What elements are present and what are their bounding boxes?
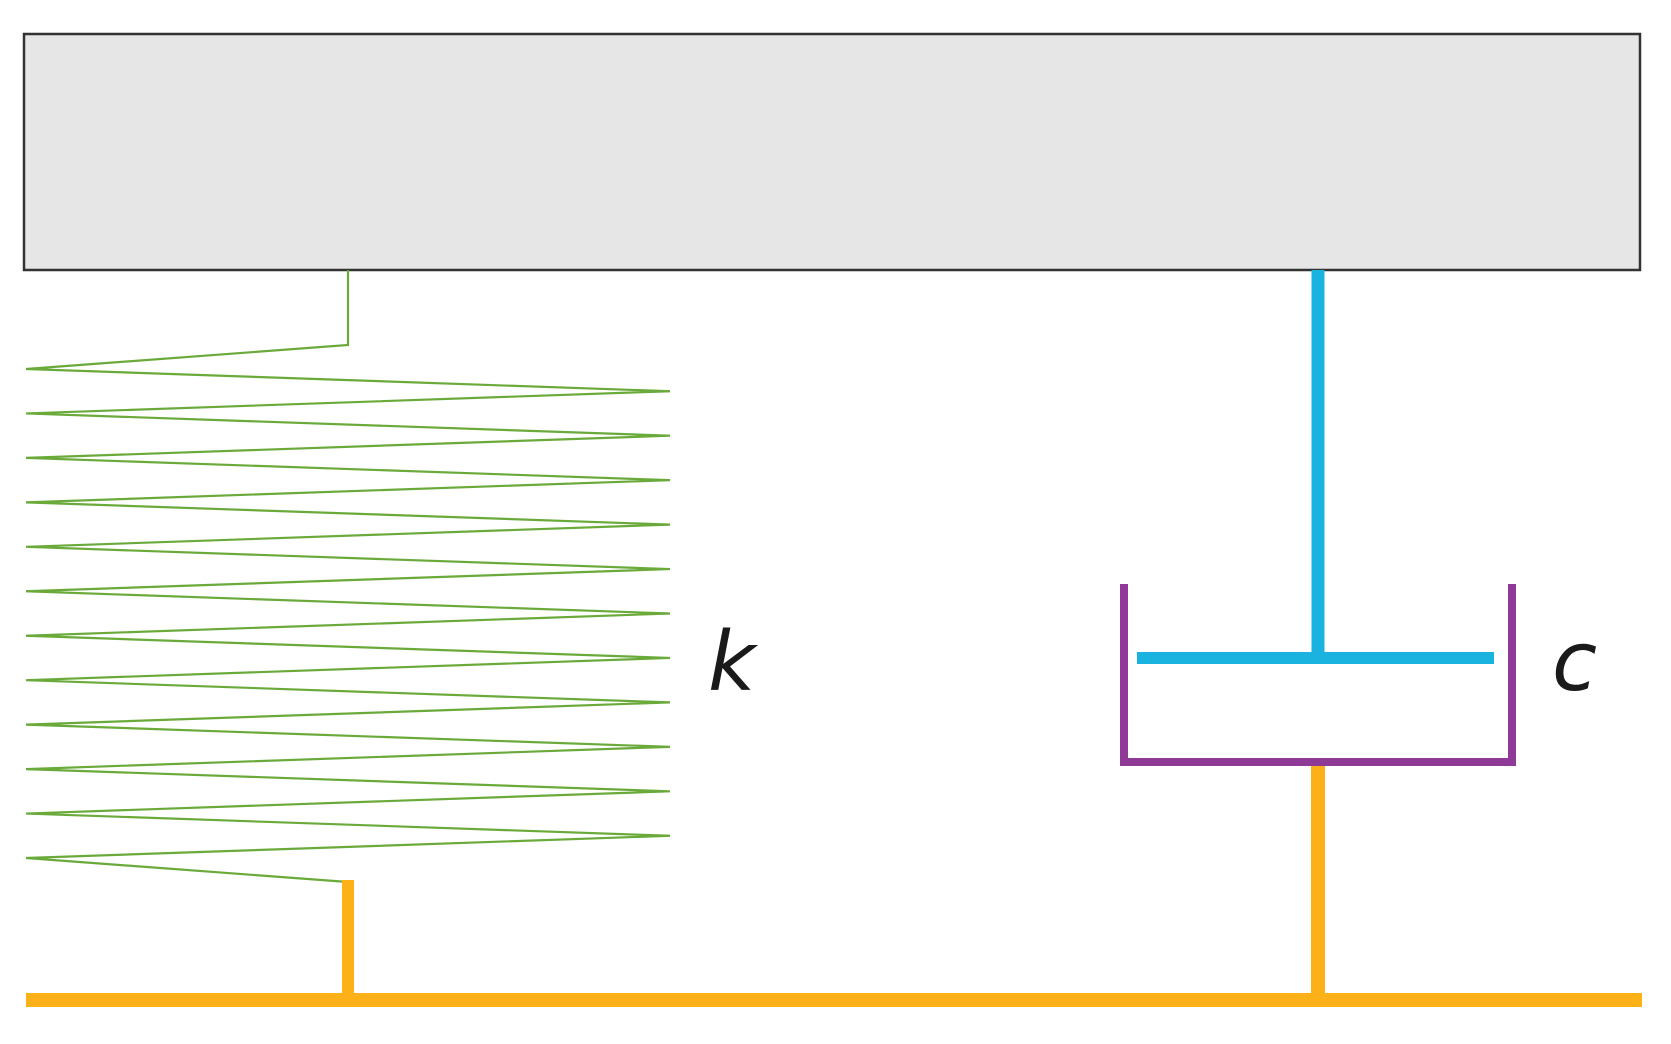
mass-block: [22, 32, 1642, 272]
spring-coil: [25, 270, 671, 884]
spring: [25, 270, 671, 884]
spring-constant-label: k: [708, 615, 759, 710]
damper-cylinder: [1120, 584, 1516, 766]
damping-coefficient-label: c: [1552, 615, 1597, 710]
